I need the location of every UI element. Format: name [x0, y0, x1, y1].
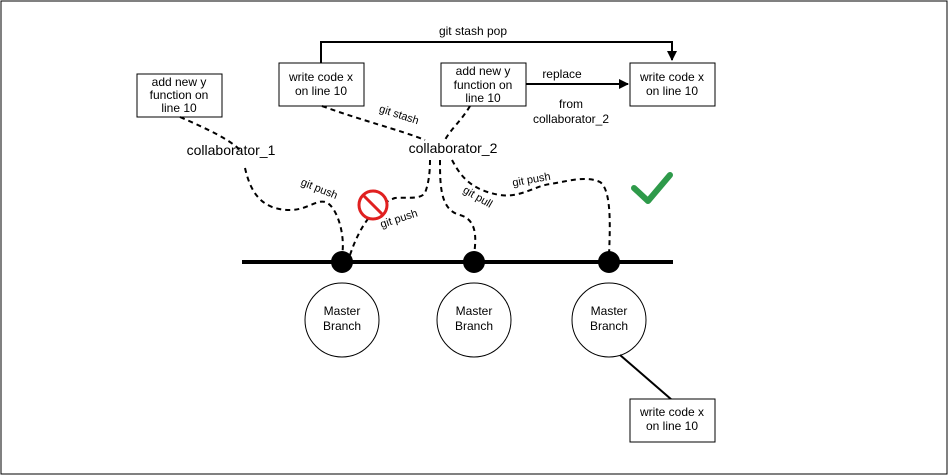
dashed-link [349, 159, 431, 256]
box-text: function on [150, 88, 209, 102]
check-mark-icon [631, 172, 673, 204]
commit-dot [463, 251, 485, 273]
branch-label: Master [324, 304, 361, 318]
dashed-link [439, 159, 477, 256]
box-text: on line 10 [295, 84, 347, 98]
connector-line [619, 354, 673, 401]
master-branch-node: Master Branch [436, 282, 512, 358]
collaborator-2-label: collaborator_2 [409, 140, 498, 156]
dashed-link [321, 105, 426, 141]
dashed-link [451, 159, 611, 256]
from-who-label: collaborator_2 [533, 112, 609, 126]
box-text: write code x [639, 70, 704, 84]
master-branch-node: Master Branch [571, 282, 647, 358]
box-text: write code x [639, 405, 704, 419]
branch-label: Master [456, 304, 493, 318]
from-label: from [559, 97, 583, 111]
master-branch-node: Master Branch [304, 282, 380, 358]
branch-label: Branch [590, 319, 628, 333]
branch-label: Branch [455, 319, 493, 333]
dashed-link [244, 167, 344, 256]
box-text: line 10 [465, 91, 501, 105]
box-text: add new y [456, 64, 511, 78]
branch-label: Master [591, 304, 628, 318]
commit-dot [598, 251, 620, 273]
box-text: line 10 [161, 101, 197, 115]
stash-pop-label: git stash pop [439, 24, 507, 38]
box-text: on line 10 [646, 84, 698, 98]
code-box: add new y function on line 10 [440, 62, 527, 107]
code-box: write code x on line 10 [629, 62, 716, 107]
no-entry-icon [357, 189, 389, 221]
box-text: on line 10 [646, 419, 698, 433]
collaborator-1-label: collaborator_1 [187, 142, 276, 158]
commit-dot [331, 251, 353, 273]
box-text: add new y [152, 75, 207, 89]
box-text: write code x [288, 70, 353, 84]
dashed-link [444, 105, 471, 141]
replace-label: replace [542, 67, 582, 81]
stash-pop-arrow [320, 41, 677, 63]
box-text: function on [454, 78, 513, 92]
branch-label: Branch [323, 319, 361, 333]
code-box: add new y function on line 10 [136, 73, 223, 118]
code-box: write code x on line 10 [629, 398, 716, 443]
dashed-link [179, 116, 241, 151]
code-box: write code x on line 10 [278, 62, 365, 107]
